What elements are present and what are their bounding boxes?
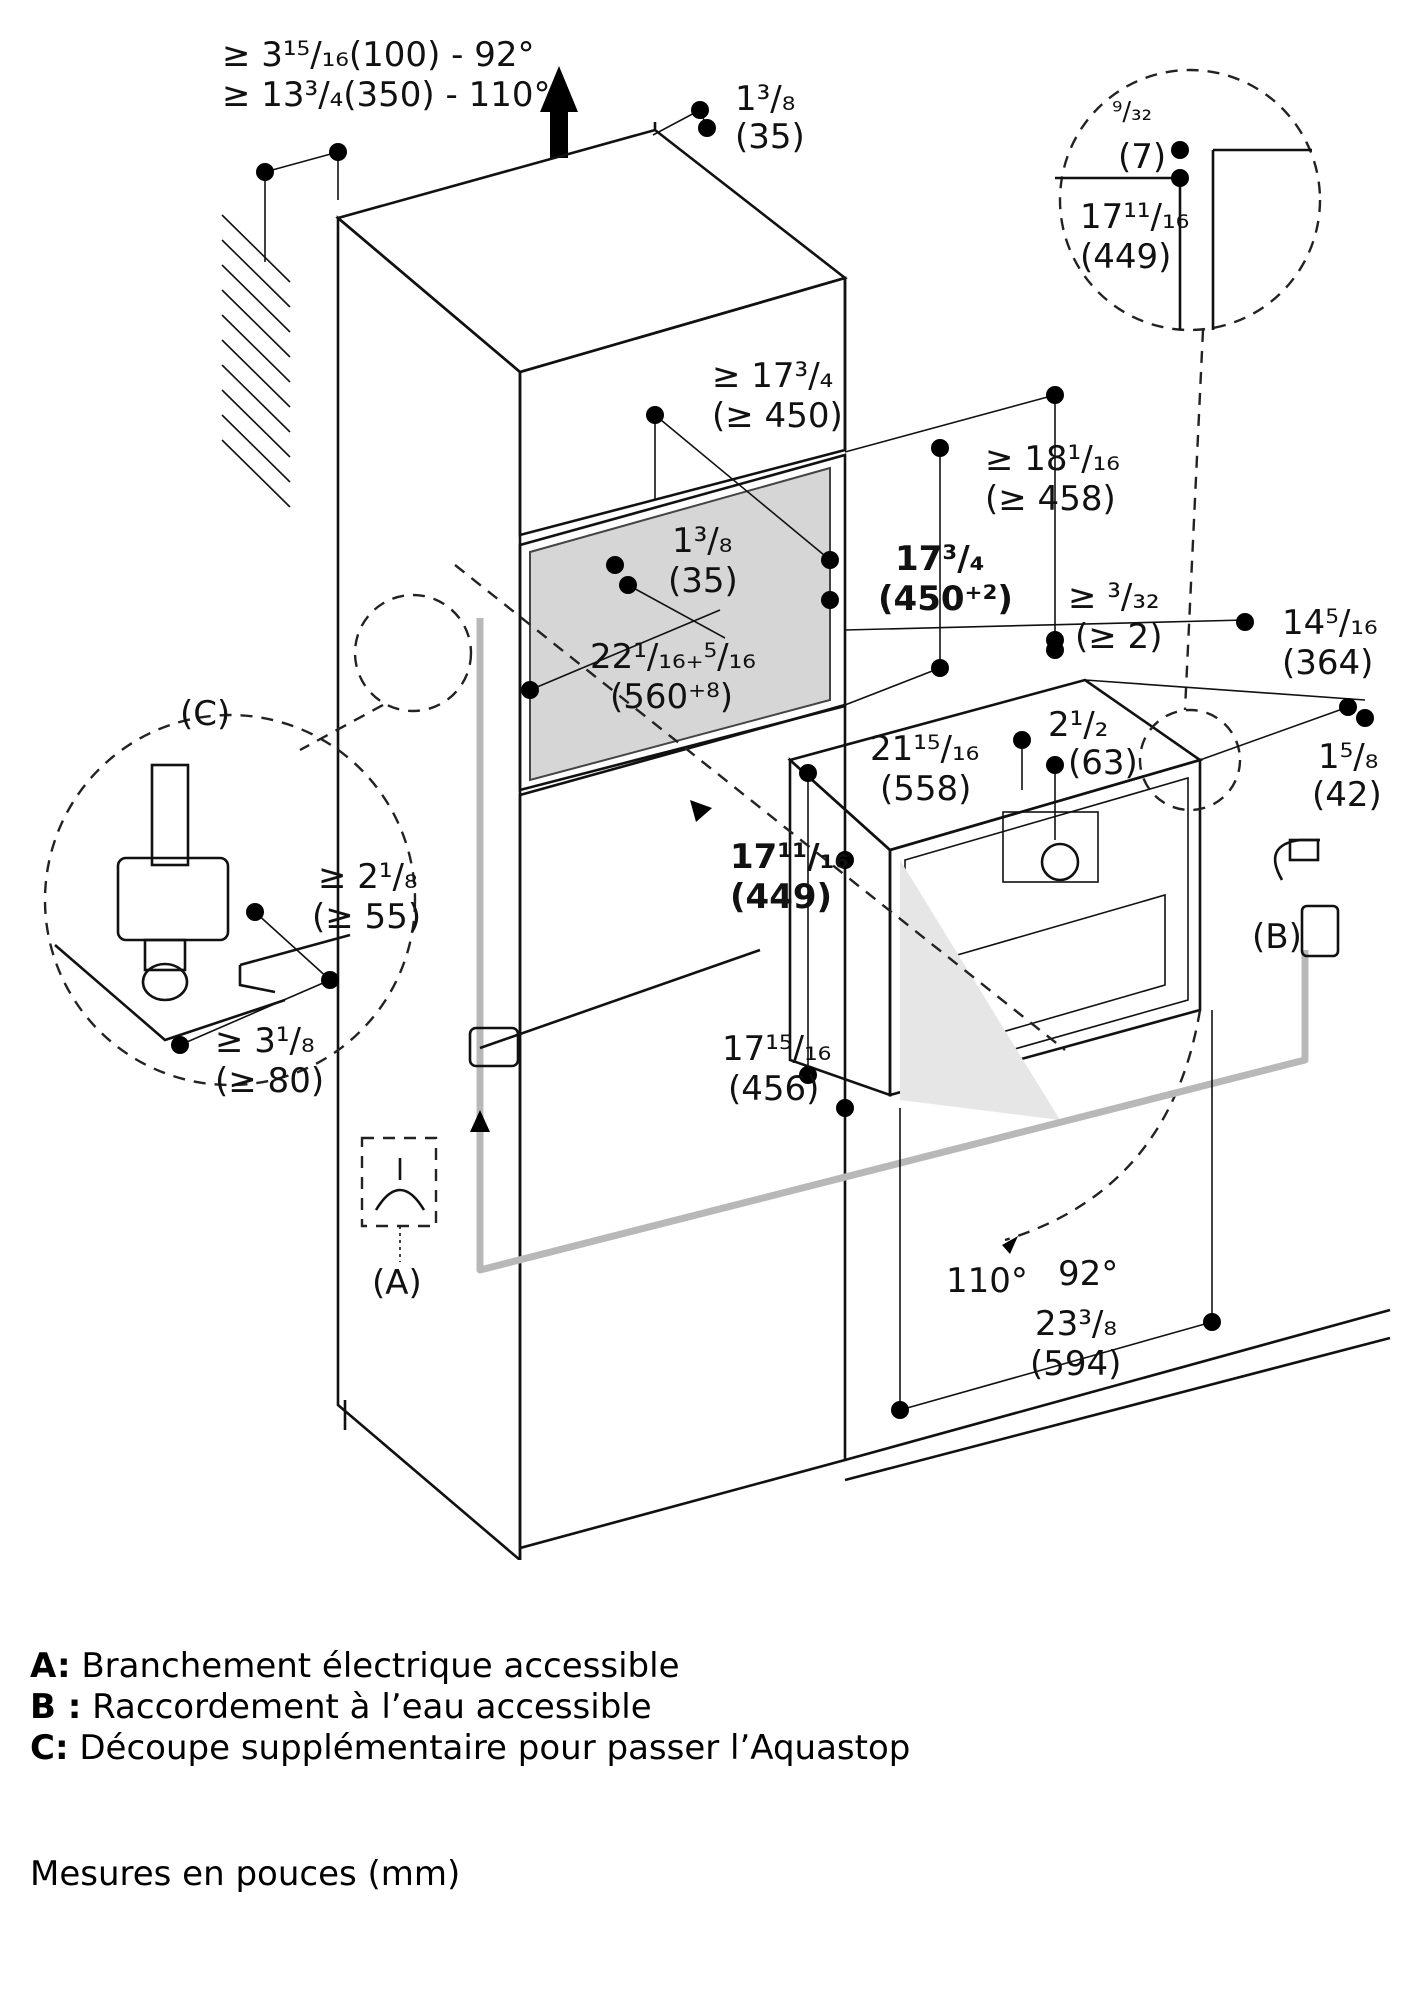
- dimension-dots: [171, 101, 1374, 1419]
- detail-height-in-label: 17¹¹/₁₆: [1080, 197, 1190, 237]
- device-height-mm-label: (449): [730, 877, 833, 917]
- legend-text-a: Branchement électrique accessible: [81, 1646, 680, 1686]
- dimension-lines: [179, 109, 1366, 1411]
- device-width-in-label: 23³/₈: [1035, 1304, 1117, 1344]
- aquastop-width-mm-label: (≥ 80): [215, 1061, 325, 1101]
- front-depth-mm-label: (42): [1312, 775, 1382, 815]
- niche-height-in-label: 17³/₄: [895, 539, 985, 579]
- device-depth-right-in-label: 14⁵/₁₆: [1282, 603, 1378, 643]
- ventilation-arrow-icon: [540, 66, 578, 158]
- installation-diagram: [43, 66, 1391, 1560]
- adjacent-cabinet: [844, 1308, 1391, 1482]
- top-clearance-label-1: ≥ 3¹⁵/₁₆(100) - 92°: [222, 35, 535, 75]
- water-tap-icon: [1273, 838, 1340, 958]
- units-note: Mesures en pouces (mm): [30, 1854, 461, 1894]
- marker-c-text: (C): [180, 694, 231, 734]
- detail-gap-mm-label: (7): [1118, 137, 1167, 177]
- legend-text-b: Raccordement à l’eau accessible: [92, 1687, 652, 1727]
- niche-depth-in-label: ≥ 17³/₄: [712, 356, 834, 396]
- side-gap-mm-label: (≥ 2): [1075, 617, 1163, 657]
- legend-text-c: Découpe supplémentaire pour passer l’Aqu…: [79, 1728, 911, 1768]
- power-and-water-lines: [468, 618, 1309, 1274]
- device-height-in-label: 17¹¹/₁₆: [730, 837, 850, 877]
- top-gap-in-label: 1³/₈: [735, 79, 796, 119]
- device-height2-mm-label: (456): [728, 1069, 820, 1109]
- legend-key-b: B :: [30, 1687, 82, 1727]
- legend-key-a: A:: [30, 1646, 71, 1686]
- side-gap-in-label: ≥ ³/₃₂: [1068, 577, 1160, 617]
- detail-circle-c: [43, 713, 417, 1087]
- niche-width-mm-label: (560⁺⁸): [610, 677, 734, 717]
- top-gap-mm-label: (35): [735, 117, 805, 157]
- legend: A: Branchement électrique accessible B :…: [30, 1646, 910, 1769]
- aquastop-height-in-label: ≥ 2¹/₈: [318, 857, 418, 897]
- device-depth-right-mm-label: (364): [1282, 643, 1374, 683]
- cutout-offset-mm-label: (35): [668, 561, 738, 601]
- device-height2-in-label: 17¹⁵/₁₆: [722, 1029, 832, 1069]
- marker-c: (C): [180, 694, 231, 734]
- detail-circle-left: [353, 593, 473, 713]
- legend-key-c: C:: [30, 1728, 69, 1768]
- legend-row-a: A: Branchement électrique accessible: [30, 1646, 910, 1687]
- detail-gap-in-label: ⁹/₃₂: [1112, 97, 1153, 127]
- panel-depth-mm-label: (63): [1068, 743, 1138, 783]
- device-body-depth-mm-label: (558): [880, 769, 972, 809]
- niche-depth-mm-label: (≥ 450): [712, 396, 843, 436]
- legend-row-c: C: Découpe supplémentaire pour passer l’…: [30, 1728, 910, 1769]
- coffee-machine: [787, 678, 1203, 1242]
- top-clearance-label-2: ≥ 13³/₄(350) - 110°: [222, 75, 551, 115]
- detail-circle-top-right: [1055, 68, 1322, 332]
- device-width-mm-label: (594): [1030, 1344, 1122, 1384]
- detail-circle-right: [1138, 708, 1242, 812]
- marker-a-text: (A): [372, 1263, 422, 1303]
- front-depth-in-label: 1⁵/₈: [1318, 737, 1379, 777]
- aquastop-height-mm-label: (≥ 55): [312, 897, 422, 937]
- device-body-depth-in-label: 21¹⁵/₁₆: [870, 729, 980, 769]
- cabinet-depth-mm-label: (≥ 458): [985, 479, 1116, 519]
- cabinet-depth-in-label: ≥ 18¹/₁₆: [985, 439, 1120, 479]
- niche-height-mm-label: (450⁺²): [878, 579, 1013, 619]
- marker-b-text: (B): [1252, 917, 1302, 957]
- detail-height-mm-label: (449): [1080, 237, 1172, 277]
- marker-b: (B): [1252, 917, 1302, 957]
- wall-hatching: [221, 214, 291, 508]
- angle-110-label: 110°: [946, 1261, 1028, 1301]
- legend-row-b: B : Raccordement à l’eau accessible: [30, 1687, 910, 1728]
- marker-a: (A): [372, 1263, 422, 1303]
- niche-width-in-label: 22¹/₁₆₊⁵/₁₆: [590, 637, 756, 677]
- electrical-outlet-icon: [360, 1136, 438, 1262]
- aquastop-width-in-label: ≥ 3¹/₈: [215, 1021, 315, 1061]
- cutout-offset-in-label: 1³/₈: [672, 521, 733, 561]
- angle-92-label: 92°: [1058, 1254, 1119, 1294]
- tall-cabinet: [335, 122, 848, 1560]
- panel-depth-in-label: 2¹/₂: [1048, 705, 1109, 745]
